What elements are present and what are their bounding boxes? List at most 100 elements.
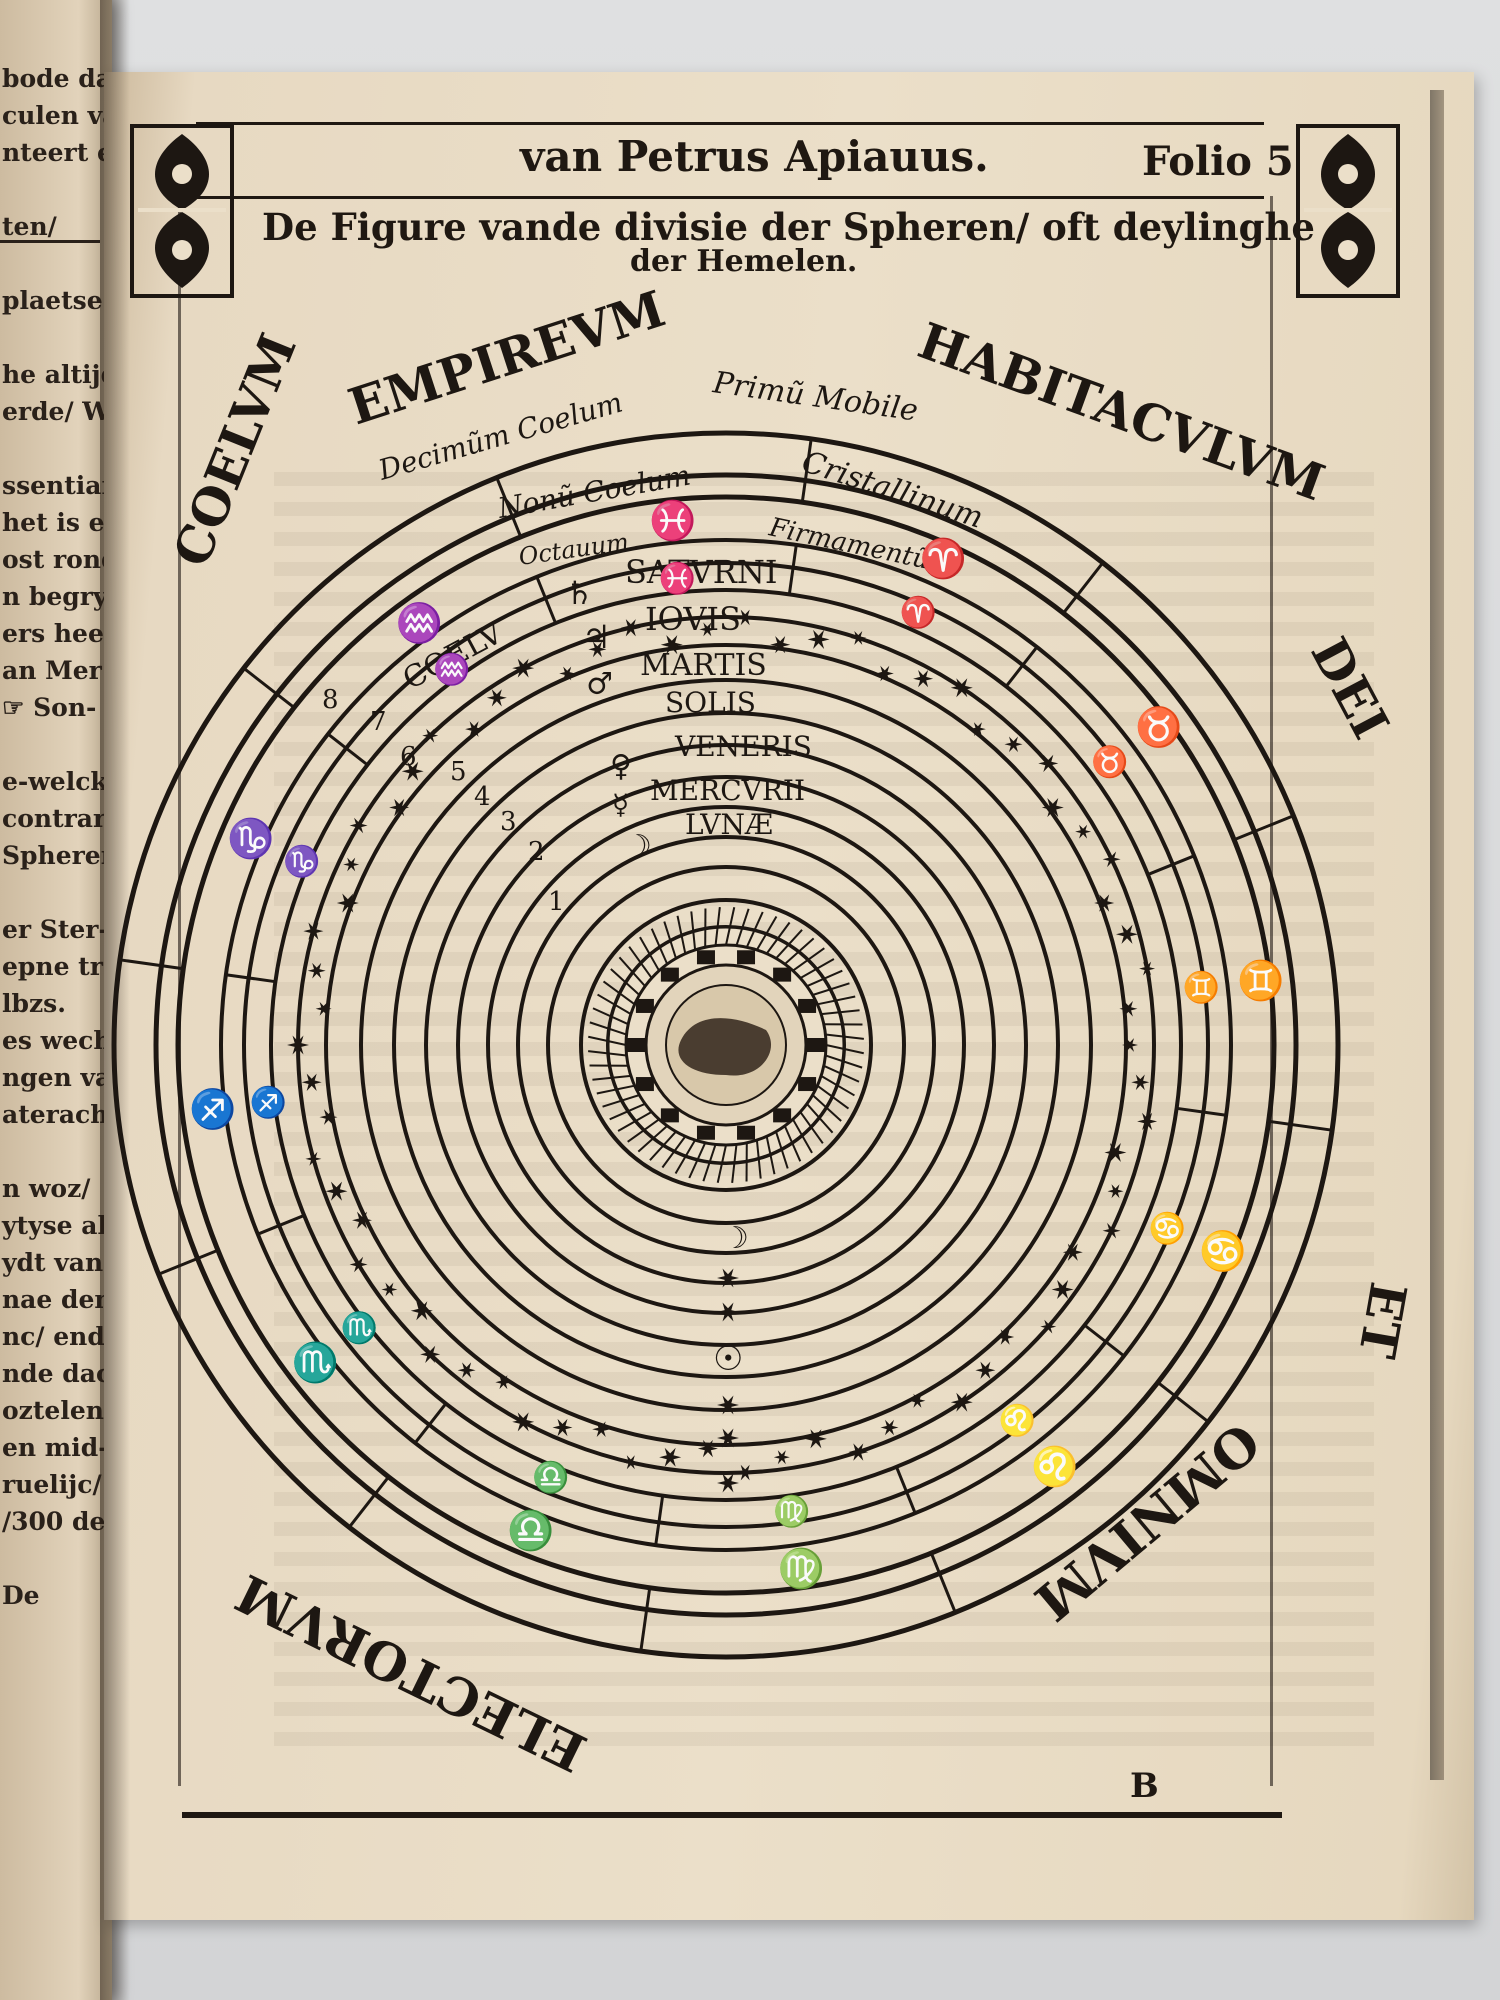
star-icon [410, 1301, 433, 1321]
label-lunae: LVNÆ [685, 808, 773, 841]
star-icon [909, 1393, 926, 1408]
zodiac-sign-icon: ♐ [250, 1084, 287, 1120]
running-head-title: van Petrus Apiauus. [520, 132, 989, 181]
fire-ray [618, 956, 646, 987]
fire-ray [716, 1144, 727, 1183]
sphere-number-8: 8 [322, 685, 339, 715]
sign-divider [929, 1552, 957, 1613]
star-icon [620, 619, 641, 637]
star-icon [717, 1473, 739, 1493]
fire-ray [628, 946, 653, 979]
star-icon [1040, 1319, 1057, 1334]
zodiac-sign-icon: ♉ [1091, 744, 1128, 780]
zodiac-sign-icon: ♑ [283, 843, 320, 879]
sphere-number-2: 2 [528, 837, 545, 867]
fire-ray [725, 907, 736, 946]
sign-divider [1062, 561, 1104, 615]
sign-divider [895, 1466, 917, 1514]
moon-icon: ☽ [625, 829, 652, 864]
sign-divider [639, 1587, 652, 1652]
sign-divider [158, 1248, 219, 1276]
sphere-number-7: 7 [370, 707, 387, 737]
star-icon [1062, 1243, 1083, 1261]
star-icon [770, 636, 791, 654]
sign-divider [413, 1402, 448, 1444]
zodiac-sign-icon: ♓ [649, 499, 696, 543]
sign-divider [1233, 814, 1294, 842]
sphere-rings [111, 430, 1341, 1660]
earth-center [588, 907, 864, 1183]
sphere-ring [111, 430, 1341, 1660]
cloud-block [660, 967, 679, 982]
fire-ray [799, 1111, 824, 1144]
star-icon [717, 1302, 739, 1322]
star-icon [401, 761, 424, 781]
fire-ray [799, 958, 835, 979]
sphere-ring [175, 494, 1277, 1596]
star-icon [880, 1419, 899, 1436]
outer-word-dei: DEI [1299, 628, 1400, 748]
fire-ray [617, 1111, 653, 1132]
star-icon [1075, 824, 1092, 839]
fire-ray [755, 1140, 762, 1179]
star-icon [1122, 1038, 1138, 1052]
fire-ray [792, 1118, 813, 1154]
sphere-number-3: 3 [500, 807, 517, 837]
sign-divider [257, 1214, 305, 1236]
fire-ray [649, 1130, 677, 1161]
cloud-block [807, 1038, 825, 1052]
star-icon [349, 1256, 368, 1273]
star-icon [325, 1181, 348, 1201]
left-ornament-icon [130, 124, 234, 298]
star-icon [349, 817, 368, 834]
left-page-rule [0, 240, 100, 243]
mars-icon: ♂ [586, 667, 613, 702]
star-icon [950, 1392, 973, 1412]
star-icon [1041, 798, 1064, 818]
fire-ray [637, 1125, 668, 1153]
fire-ray [775, 1131, 789, 1169]
star-icon [305, 1151, 322, 1166]
star-icon [996, 1329, 1015, 1345]
sign-divider [1156, 1381, 1210, 1423]
cloud-block [696, 950, 715, 965]
fire-ray [775, 929, 803, 960]
star-icon [1131, 1074, 1150, 1091]
star-icon [969, 722, 986, 737]
zodiac-sign-icon: ♎ [532, 1460, 569, 1496]
zodiac-sign-icon: ♉ [1135, 705, 1182, 749]
sign-divider [654, 1495, 665, 1546]
star-icon [807, 629, 830, 649]
star-icon [875, 665, 894, 682]
star-icon [975, 1361, 996, 1379]
star-icon [1119, 1001, 1138, 1017]
cloud-block [660, 1108, 679, 1123]
cloud-block [737, 950, 756, 965]
page-stack-edge [1430, 90, 1444, 1780]
sign-divider [1083, 1323, 1125, 1358]
fire-ray [756, 916, 778, 951]
zodiac-sign-icon: ♌ [1031, 1444, 1078, 1488]
zodiac-sign-icon: ♑ [227, 816, 274, 860]
star-icon [352, 1211, 372, 1229]
sphere-ring [546, 865, 906, 1225]
header-rule-top [196, 122, 1264, 125]
venus-icon: ♀ [610, 749, 632, 784]
sign-divider [225, 973, 276, 984]
star-icon [1104, 1143, 1127, 1162]
zodiac-sign-icon: ♎ [507, 1509, 554, 1553]
fire-ray [783, 1125, 802, 1162]
saturn-icon: ♄ [565, 574, 594, 612]
star-icon [303, 922, 324, 940]
sphere-number-1: 1 [548, 887, 565, 917]
fire-ray [592, 1074, 631, 1081]
zodiac-sign-icon: ♒ [396, 601, 443, 645]
fire-ray [589, 1021, 627, 1036]
cloud-block [773, 1108, 792, 1123]
star-icon [773, 1450, 790, 1465]
zodiac-sign-icon: ♍ [773, 1493, 810, 1529]
fire-ray [588, 1050, 627, 1057]
fire-ray [745, 911, 764, 948]
zodiac-sign-icon: ♐ [189, 1087, 236, 1131]
